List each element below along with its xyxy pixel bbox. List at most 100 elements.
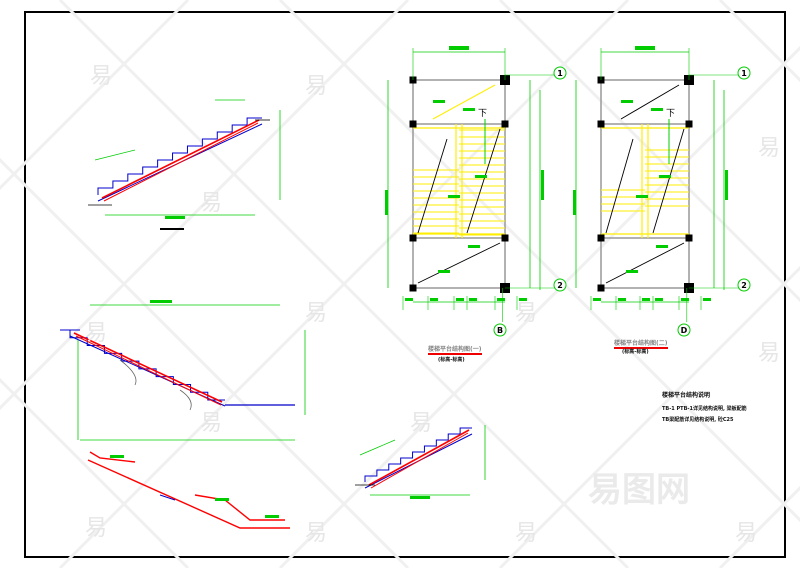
watermark-glyph: 易 — [305, 521, 328, 546]
rebar-bend — [194, 494, 285, 521]
member-label — [463, 108, 475, 111]
column — [409, 284, 417, 292]
grid-bubble-label: B — [497, 326, 503, 335]
dimension-text — [655, 298, 663, 301]
rebar-label — [110, 455, 124, 458]
watermark-brand: 易图网 — [588, 470, 690, 510]
member-label — [621, 100, 633, 103]
watermark-glyph: 易 — [305, 74, 328, 99]
column — [409, 120, 417, 128]
column — [501, 120, 509, 128]
column — [685, 234, 693, 242]
grid-bubble-label: 1 — [741, 69, 747, 78]
stair-section-3 — [355, 425, 486, 499]
stair-steps — [69, 330, 225, 401]
column — [501, 234, 509, 242]
stair-steps — [364, 427, 472, 482]
slab-diagonal — [605, 242, 685, 284]
watermark-stripe — [498, 265, 800, 568]
member-label — [438, 270, 450, 273]
column — [409, 234, 417, 242]
notes-title: 楼梯平台结构说明 — [662, 392, 711, 399]
haunch-detail — [179, 389, 192, 411]
watermark-glyph: 易 — [85, 516, 108, 541]
dimension-text — [405, 298, 413, 301]
slab-diagonal — [466, 128, 501, 234]
dimension-text — [456, 298, 464, 301]
down-arrow-label-plan2: 下 — [666, 109, 676, 119]
dimension-text — [703, 298, 711, 301]
watermark-glyph: 易 — [515, 301, 538, 326]
rebar-tag — [159, 494, 176, 501]
watermark-stripe — [0, 377, 190, 568]
plan1-subtitle: (标高-标高) — [438, 357, 465, 363]
rebar-label — [215, 498, 229, 501]
stair-steps — [97, 117, 262, 195]
stair-section-1 — [88, 99, 281, 230]
grid-bubble — [677, 323, 691, 337]
note-1: TB-1 PTB-1详见结构说明, 梁板配筋 — [662, 406, 747, 412]
dimension-text — [573, 190, 576, 215]
rebar — [75, 335, 222, 406]
plan1-title: 楼梯平台结构图(一) — [428, 346, 482, 355]
grid-bubble-label: 2 — [741, 281, 747, 290]
down-arrow-label-plan1: 下 — [478, 109, 488, 119]
plan-outline — [600, 79, 690, 289]
member-label — [626, 270, 638, 273]
grid-bubble — [493, 323, 507, 337]
dimension-text — [519, 298, 527, 301]
section-label — [160, 228, 184, 230]
dimension-text — [469, 298, 477, 301]
plan2-title: 楼梯平台结构图(二) — [614, 340, 668, 349]
watermark-glyph: 易 — [90, 64, 113, 89]
dimension-text — [497, 298, 505, 301]
rebar — [73, 332, 223, 403]
watermark-stripe — [718, 485, 800, 568]
watermark-stripe — [718, 0, 800, 83]
slab-diagonal — [417, 138, 448, 234]
rebar — [370, 432, 469, 489]
dimension-text — [430, 298, 438, 301]
dimension-text — [642, 298, 650, 301]
dimension-text — [593, 298, 601, 301]
stair-plan: 12B — [385, 46, 567, 337]
rebar — [101, 119, 260, 199]
dimension-text — [635, 46, 655, 50]
rebar-label — [265, 515, 279, 518]
grid-bubble — [553, 278, 567, 292]
slab-diagonal — [605, 138, 634, 234]
watermark-glyph: 易 — [200, 191, 223, 216]
watermark-glyph: 易 — [410, 411, 433, 436]
dimension-line — [359, 439, 396, 456]
dimension-text — [618, 298, 626, 301]
watermark-stripe — [0, 157, 410, 568]
watermark-glyph: 易 — [305, 301, 328, 326]
slab-diagonal — [620, 84, 680, 120]
grid-bubble-label: 2 — [557, 281, 563, 290]
grid-bubble — [553, 66, 567, 80]
member-label — [433, 100, 445, 103]
column — [597, 120, 605, 128]
watermark-glyph: 易 — [200, 411, 223, 436]
watermark-stripe — [0, 0, 410, 411]
rebar — [103, 122, 259, 202]
stair-plan: 12D — [573, 46, 751, 337]
watermark-glyph: 易 — [758, 341, 781, 366]
dimension-text — [385, 190, 388, 215]
watermark-stripe — [0, 0, 190, 191]
watermark-glyph: 易 — [85, 321, 108, 346]
grid-bubble — [737, 278, 751, 292]
dimension-text — [410, 496, 430, 499]
column — [597, 234, 605, 242]
member-label — [651, 108, 663, 111]
watermark-glyph: 易 — [735, 521, 758, 546]
rebar — [368, 429, 470, 486]
dimension-text — [165, 216, 185, 219]
member-label — [656, 245, 668, 248]
member-label — [475, 175, 487, 178]
slab-diagonal — [432, 84, 496, 120]
column — [685, 120, 693, 128]
